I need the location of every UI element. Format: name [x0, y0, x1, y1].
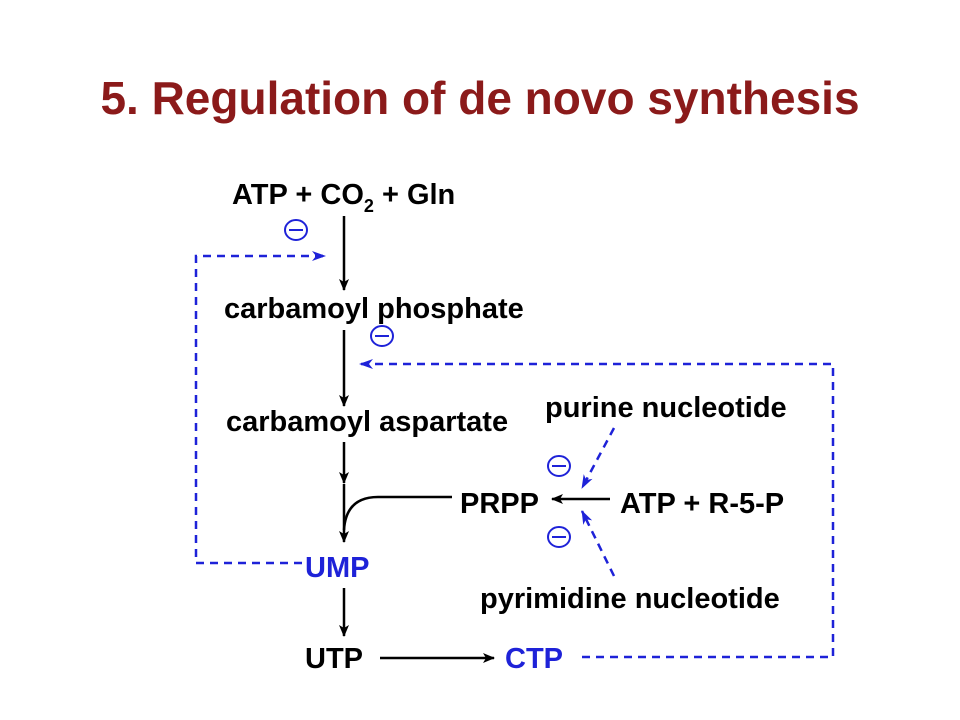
minus-circle-icon [284, 219, 308, 241]
ump-label: UMP [305, 552, 369, 584]
ump-feedback-line [194, 251, 326, 565]
minus-circle-icon [547, 455, 571, 477]
pyrimidine-inhibition-line [580, 510, 616, 577]
purine-inhibition-line [580, 427, 616, 489]
co2-subscript: 2 [364, 196, 374, 216]
ctp-feedback-line [359, 359, 835, 659]
substrates-label: ATP + CO2 + Gln [232, 179, 455, 216]
minus-circle-icon [370, 325, 394, 347]
pyrimidine-nucleotide-label: pyrimidine nucleotide [480, 583, 780, 615]
utp-label: UTP [305, 643, 363, 675]
prpp-label: PRPP [460, 488, 539, 520]
prpp-joining-curve [342, 495, 452, 531]
carbamoyl-aspartate-label: carbamoyl aspartate [226, 406, 508, 438]
atp-r5p-label: ATP + R-5-P [620, 488, 784, 520]
ctp-label: CTP [505, 643, 563, 675]
minus-circle-icon [547, 526, 571, 548]
purine-nucleotide-label: purine nucleotide [545, 392, 787, 424]
carbamoyl-phosphate-label: carbamoyl phosphate [224, 293, 524, 325]
slide-title: 5. Regulation of de novo synthesis [100, 72, 860, 124]
